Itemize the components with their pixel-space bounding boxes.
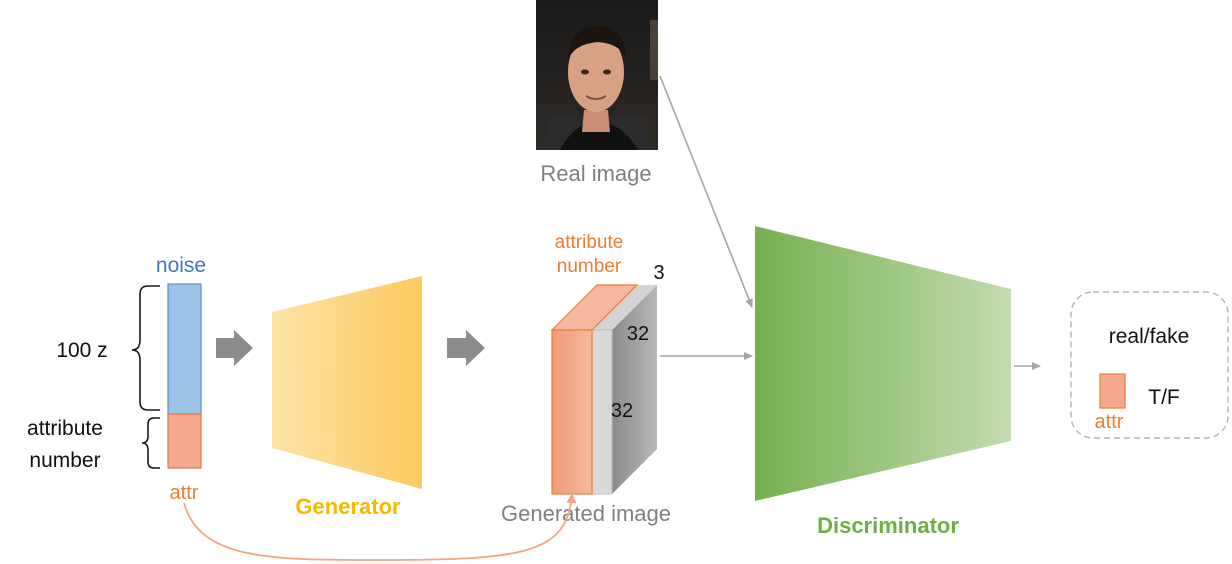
output-box — [1070, 291, 1229, 439]
real-to-disc-arrow — [659, 75, 753, 308]
cube-attr-label-2: number — [557, 256, 622, 277]
noise-label: noise — [156, 254, 206, 277]
real-image-photo — [536, 0, 658, 150]
z-brace — [131, 285, 160, 411]
attr-brace — [141, 417, 160, 469]
cube-attr-label-1: attribute — [555, 232, 624, 253]
cube-front-gray — [591, 329, 613, 495]
attr-vector — [167, 413, 202, 469]
output-attr-square — [1099, 373, 1126, 409]
attribute-number-label-1: attribute — [27, 417, 103, 440]
output-tf: T/F — [1148, 386, 1180, 409]
generator-shape — [272, 276, 422, 489]
cube-top-gray — [592, 285, 657, 330]
attr-bottom-label: attr — [170, 482, 199, 504]
attr-feedback-arrow — [183, 493, 577, 561]
dim-channels: 3 — [653, 262, 664, 284]
block-arrow-2 — [447, 330, 485, 366]
output-title: real/fake — [1109, 325, 1190, 348]
dim-height: 32 — [611, 400, 633, 422]
discriminator-shape — [755, 226, 1011, 501]
output-attr-label: attr — [1095, 411, 1124, 433]
generator-label: Generator — [295, 494, 401, 519]
dim-width: 32 — [627, 323, 649, 345]
cube-side-face — [612, 285, 657, 494]
block-arrow-1 — [216, 330, 253, 366]
discriminator-label: Discriminator — [817, 513, 959, 538]
cube-front-attr — [551, 329, 593, 495]
real-image-label: Real image — [540, 161, 651, 186]
attribute-number-label-2: number — [29, 449, 100, 472]
noise-vector — [167, 283, 202, 415]
z-size-label: 100 z — [56, 339, 107, 362]
generated-image-label: Generated image — [501, 501, 671, 526]
